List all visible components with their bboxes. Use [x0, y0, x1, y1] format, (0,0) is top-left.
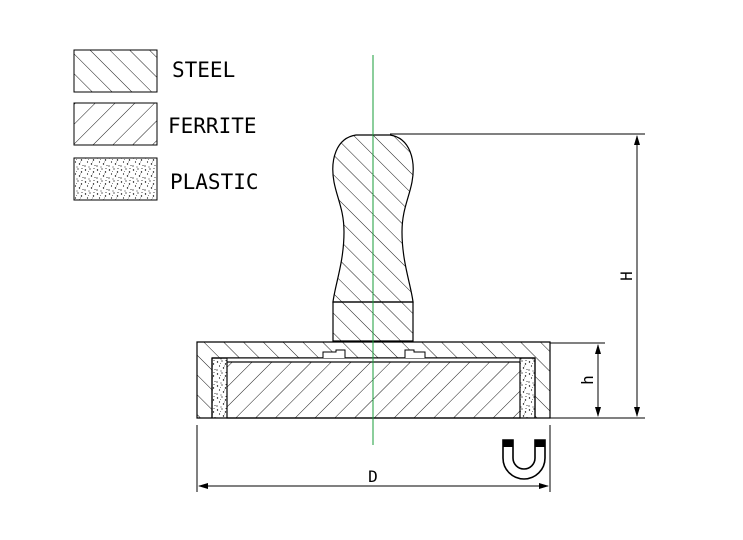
bolt-head-right — [404, 349, 426, 358]
plastic-ring-left — [211, 357, 228, 419]
dimension-label-D: D — [368, 467, 378, 486]
legend-label-steel: STEEL — [172, 58, 235, 82]
plastic-ring-right — [519, 357, 536, 419]
legend-swatch-plastic — [73, 157, 158, 201]
dimension-label-h: h — [578, 375, 597, 385]
legend-swatch-steel — [73, 49, 158, 93]
legend: STEEL FERRITE PLASTIC — [73, 49, 259, 201]
horseshoe-magnet-icon — [502, 439, 546, 480]
legend-label-plastic: PLASTIC — [170, 170, 259, 194]
dimension-total-height: H — [390, 133, 645, 419]
legend-swatch-ferrite — [73, 102, 158, 146]
bolt-head-left — [322, 349, 346, 358]
dimension-base-height: h — [550, 342, 605, 417]
dimension-label-H: H — [617, 271, 636, 281]
dimension-diameter: D — [196, 425, 551, 492]
legend-label-ferrite: FERRITE — [168, 114, 257, 138]
